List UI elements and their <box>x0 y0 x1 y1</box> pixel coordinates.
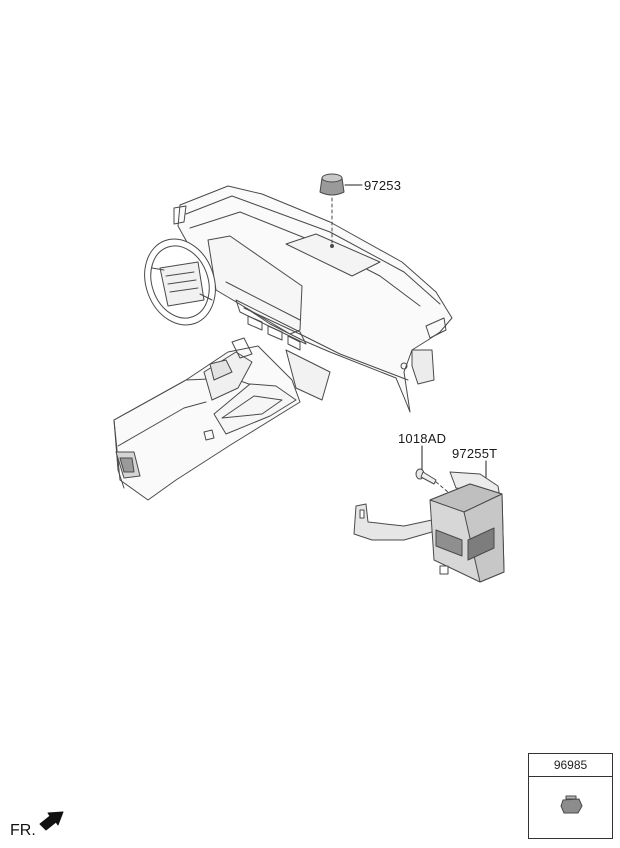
clip-96985-icon <box>560 795 583 814</box>
control-unit-97255t <box>353 460 505 583</box>
front-direction-arrow-icon <box>39 811 64 831</box>
screw-1018ad <box>415 445 449 493</box>
center-console <box>113 337 301 501</box>
callout-1018ad[interactable]: 1018AD <box>398 431 447 446</box>
callout-97253[interactable]: 97253 <box>364 178 402 193</box>
callout-97255t[interactable]: 97255T <box>452 446 498 461</box>
front-direction-label: FR. <box>10 822 36 839</box>
steering-wheel <box>144 238 216 326</box>
sensor-97253 <box>319 173 363 248</box>
reference-part-box[interactable]: 96985 <box>528 753 613 839</box>
reference-part-number: 96985 <box>529 754 612 777</box>
instrument-panel <box>173 185 453 413</box>
